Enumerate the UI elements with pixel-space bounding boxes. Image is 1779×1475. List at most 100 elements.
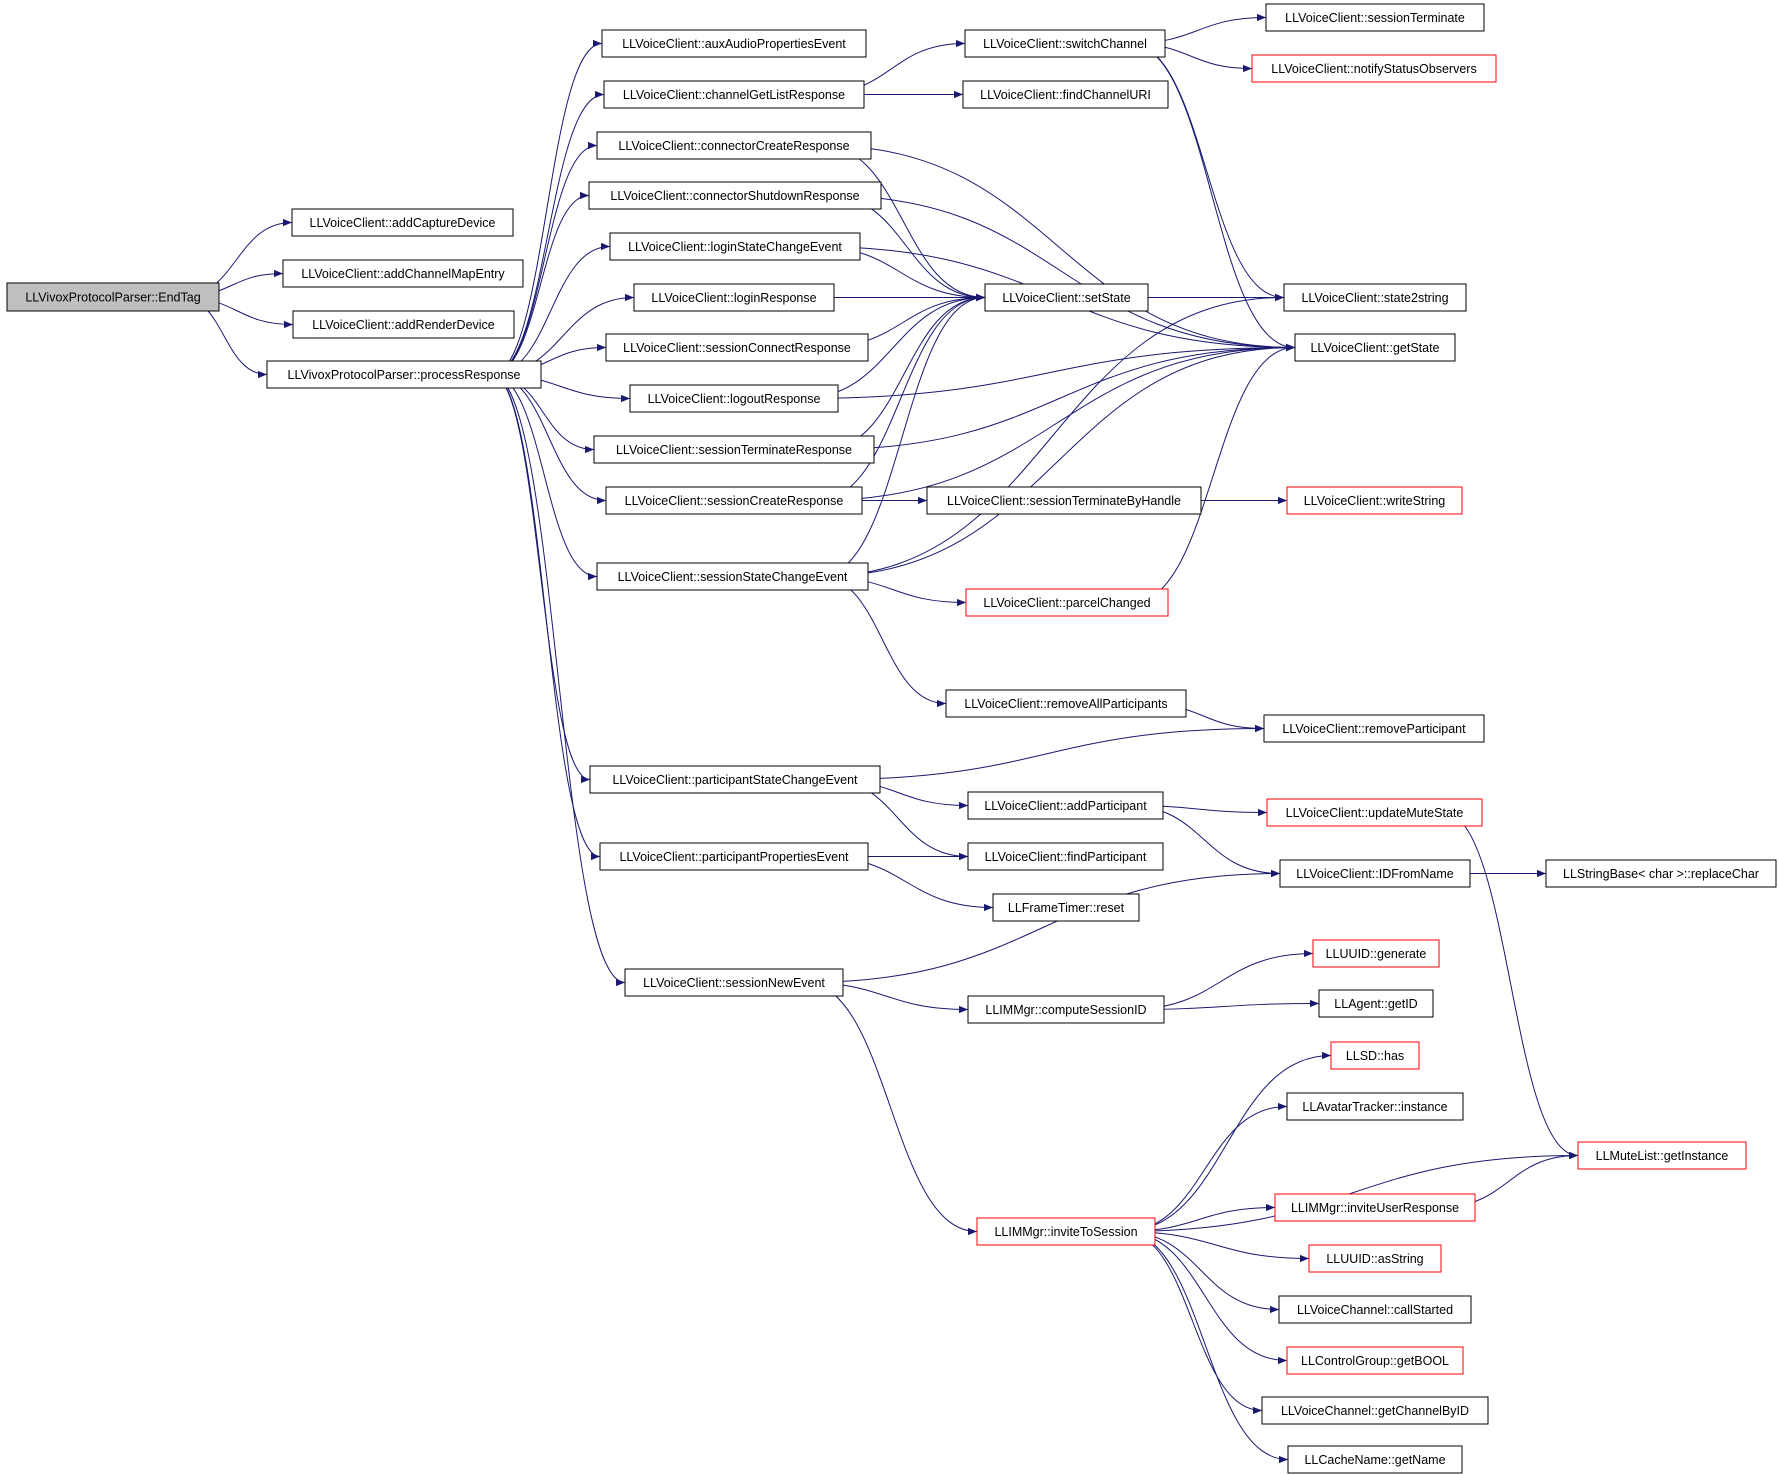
node-llagent-getid[interactable]: LLAgent::getID <box>1318 989 1434 1018</box>
call-edge <box>821 145 1296 352</box>
node-box <box>964 29 1166 58</box>
node-label: LLIMMgr::inviteUserResponse <box>1291 1201 1459 1215</box>
call-edge <box>491 374 601 861</box>
node-llvoiceclient-sessionnewevent[interactable]: LLVoiceClient::sessionNewEvent <box>624 968 844 997</box>
node-llvoiceclient-addcapturedevice[interactable]: LLVoiceClient::addCaptureDevice <box>291 208 514 237</box>
node-box <box>967 842 1164 871</box>
node-box <box>282 259 524 288</box>
node-llcontrolgroup-getbool[interactable]: LLControlGroup::getBOOL <box>1286 1346 1464 1375</box>
node-llvoiceclient-findchanneluri[interactable]: LLVoiceClient::findChannelURI <box>962 80 1169 109</box>
node-llvoiceclient-addrenderdevice[interactable]: LLVoiceClient::addRenderDevice <box>292 310 515 339</box>
node-label: LLVoiceClient::switchChannel <box>983 37 1147 51</box>
node-llvoiceclient-connectorcreateresponse[interactable]: LLVoiceClient::connectorCreateResponse <box>596 131 872 160</box>
node-llvoiceclient-sessionterminateresponse[interactable]: LLVoiceClient::sessionTerminateResponse <box>593 435 875 464</box>
call-edge <box>819 576 947 708</box>
node-llvoiceclient-addchannelmapentry[interactable]: LLVoiceClient::addChannelMapEntry <box>282 259 524 288</box>
call-edge <box>819 293 1285 577</box>
node-llvoiceclient-getstate[interactable]: LLVoiceClient::getState <box>1294 333 1456 362</box>
call-edge <box>819 293 986 577</box>
node-box <box>1577 1141 1747 1170</box>
node-llvoiceclient-sessionterminate[interactable]: LLVoiceClient::sessionTerminate <box>1265 3 1485 32</box>
node-box <box>266 360 542 389</box>
node-label: LLVoiceClient::notifyStatusObservers <box>1271 62 1476 76</box>
node-label: LLMuteList::getInstance <box>1596 1149 1729 1163</box>
node-label: LLVivoxProtocolParser::processResponse <box>288 368 521 382</box>
node-llvoicechannel-getchannelbyid[interactable]: LLVoiceChannel::getChannelByID <box>1261 1396 1489 1425</box>
node-llvoiceclient-loginresponse[interactable]: LLVoiceClient::loginResponse <box>633 283 835 312</box>
node-box <box>589 765 881 794</box>
node-box <box>992 893 1140 922</box>
node-box <box>1261 1396 1489 1425</box>
node-llvoiceclient-sessioncreateresponse[interactable]: LLVoiceClient::sessionCreateResponse <box>605 486 863 515</box>
node-llvoiceclient-loginstatechangeevent[interactable]: LLVoiceClient::loginStateChangeEvent <box>609 232 861 261</box>
node-llvoiceclient-writestring[interactable]: LLVoiceClient::writeString <box>1286 486 1463 515</box>
node-box <box>962 80 1169 109</box>
node-label: LLAgent::getID <box>1334 997 1417 1011</box>
call-edge <box>823 293 986 450</box>
node-llvoiceclient-sessionstatechangeevent[interactable]: LLVoiceClient::sessionStateChangeEvent <box>596 562 869 591</box>
node-llvoiceclient-channelgetlistresponse[interactable]: LLVoiceClient::channelGetListResponse <box>603 80 865 109</box>
node-llimmgr-invitetosession[interactable]: LLIMMgr::inviteToSession <box>976 1217 1156 1246</box>
node-llframetimer-reset[interactable]: LLFrameTimer::reset <box>992 893 1140 922</box>
node-label: LLFrameTimer::reset <box>1008 901 1125 915</box>
node-llvoiceclient-switchchannel[interactable]: LLVoiceClient::switchChannel <box>964 29 1166 58</box>
node-box <box>599 842 869 871</box>
node-llvivoxprotocolparser-endtag[interactable]: LLVivoxProtocolParser::EndTag <box>6 282 220 312</box>
node-llvoiceclient-parcelchanged[interactable]: LLVoiceClient::parcelChanged <box>965 588 1169 617</box>
node-llvoiceclient-participantstatechangeevent[interactable]: LLVoiceClient::participantStateChangeEve… <box>589 765 881 794</box>
node-llvoiceclient-sessionterminatebyhandle[interactable]: LLVoiceClient::sessionTerminateByHandle <box>926 486 1202 515</box>
node-box <box>1330 1041 1420 1070</box>
node-llvoicechannel-callstarted[interactable]: LLVoiceChannel::callStarted <box>1278 1295 1472 1324</box>
node-box <box>1283 283 1467 312</box>
call-edge <box>1122 1231 1289 1464</box>
node-llvoiceclient-findparticipant[interactable]: LLVoiceClient::findParticipant <box>967 842 1164 871</box>
node-llimmgr-computesessionid[interactable]: LLIMMgr::computeSessionID <box>967 995 1165 1024</box>
node-llvoiceclient-setstate[interactable]: LLVoiceClient::setState <box>984 283 1149 312</box>
node-box <box>1279 859 1471 888</box>
call-edge <box>803 869 1281 983</box>
node-label: LLVoiceClient::channelGetListResponse <box>623 88 845 102</box>
node-box <box>588 181 882 210</box>
node-llavatartracker-instance[interactable]: LLAvatarTracker::instance <box>1286 1092 1464 1121</box>
node-llvoiceclient-state2string[interactable]: LLVoiceClient::state2string <box>1283 283 1467 312</box>
node-llcachename-getname[interactable]: LLCacheName::getName <box>1287 1445 1463 1474</box>
node-box <box>1318 989 1434 1018</box>
node-llsd-has[interactable]: LLSD::has <box>1330 1041 1420 1070</box>
node-lluuid-asstring[interactable]: LLUUID::asString <box>1308 1244 1442 1273</box>
node-llimmgr-inviteuserresponse[interactable]: LLIMMgr::inviteUserResponse <box>1274 1193 1476 1222</box>
node-llvivoxprotocolparser-processresponse[interactable]: LLVivoxProtocolParser::processResponse <box>266 360 542 389</box>
call-nodes: LLVivoxProtocolParser::EndTagLLVoiceClie… <box>6 3 1777 1474</box>
call-edge <box>803 982 978 1236</box>
node-label: LLVoiceChannel::callStarted <box>1297 1303 1453 1317</box>
node-lluuid-generate[interactable]: LLUUID::generate <box>1312 939 1440 968</box>
node-box <box>984 283 1149 312</box>
node-llvoiceclient-idfromname[interactable]: LLVoiceClient::IDFromName <box>1279 859 1471 888</box>
call-edge <box>491 39 603 375</box>
node-label: LLVoiceClient::addRenderDevice <box>312 318 495 332</box>
node-llvoiceclient-removeallparticipants[interactable]: LLVoiceClient::removeAllParticipants <box>945 689 1187 718</box>
call-edge <box>821 145 986 302</box>
node-llmutelist-getinstance[interactable]: LLMuteList::getInstance <box>1577 1141 1747 1170</box>
node-llvoiceclient-participantpropertiesevent[interactable]: LLVoiceClient::participantPropertiesEven… <box>599 842 869 871</box>
node-box <box>1545 859 1777 888</box>
node-llvoiceclient-updatemutestate[interactable]: LLVoiceClient::updateMuteState <box>1266 798 1483 827</box>
node-llstringbase-char-replacechar[interactable]: LLStringBase< char >::replaceChar <box>1545 859 1777 888</box>
node-llvoiceclient-auxaudiopropertiesevent[interactable]: LLVoiceClient::auxAudioPropertiesEvent <box>601 29 867 58</box>
node-llvoiceclient-connectorshutdownresponse[interactable]: LLVoiceClient::connectorShutdownResponse <box>588 181 882 210</box>
node-label: LLUUID::generate <box>1326 947 1427 961</box>
node-box <box>633 283 835 312</box>
node-label: LLControlGroup::getBOOL <box>1301 1354 1449 1368</box>
node-llvoiceclient-notifystatusobservers[interactable]: LLVoiceClient::notifyStatusObservers <box>1251 54 1497 83</box>
node-llvoiceclient-sessionconnectresponse[interactable]: LLVoiceClient::sessionConnectResponse <box>605 333 869 362</box>
node-llvoiceclient-logoutresponse[interactable]: LLVoiceClient::logoutResponse <box>629 384 839 413</box>
node-box <box>1286 1092 1464 1121</box>
node-label: LLVoiceClient::findChannelURI <box>980 88 1151 102</box>
node-label: LLVoiceClient::loginResponse <box>651 291 816 305</box>
node-label: LLVoiceClient::writeString <box>1304 494 1446 508</box>
node-llvoiceclient-removeparticipant[interactable]: LLVoiceClient::removeParticipant <box>1263 714 1485 743</box>
node-box <box>1294 333 1456 362</box>
node-llvoiceclient-addparticipant[interactable]: LLVoiceClient::addParticipant <box>967 791 1164 820</box>
node-label: LLIMMgr::computeSessionID <box>985 1003 1146 1017</box>
call-edge <box>1122 1102 1288 1232</box>
